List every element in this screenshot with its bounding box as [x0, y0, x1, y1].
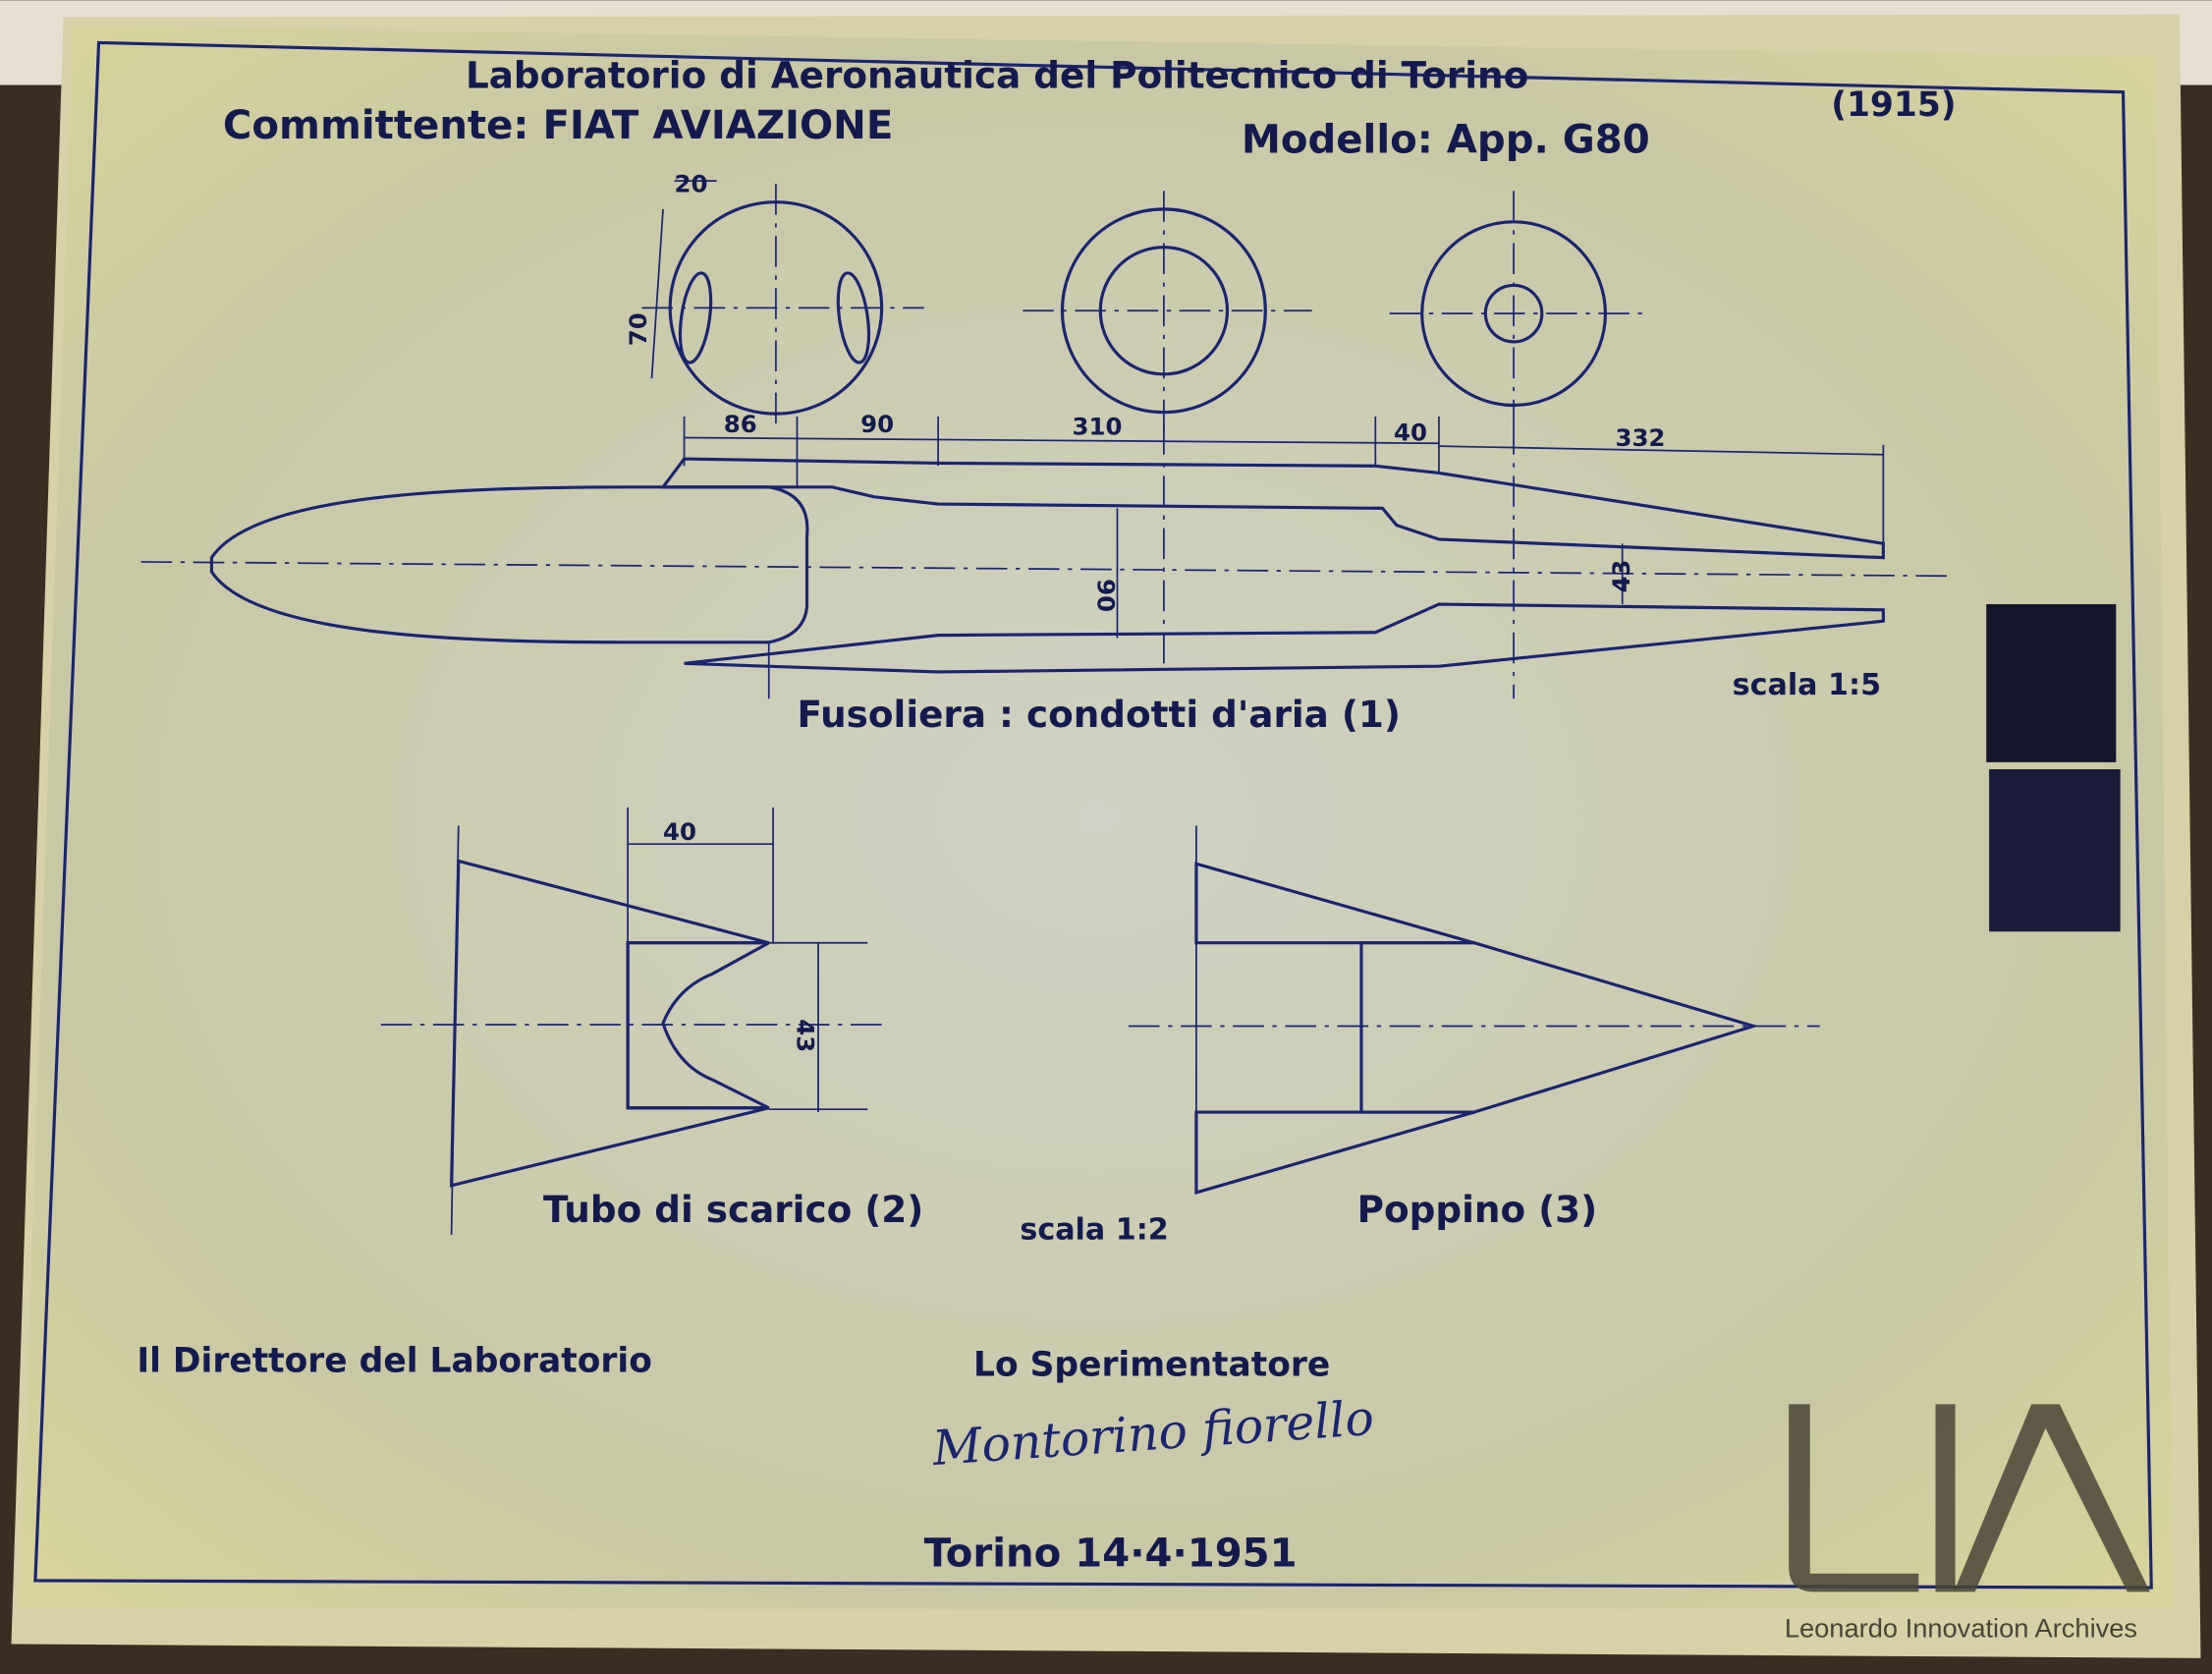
fuselage-axis [140, 561, 1947, 578]
laboratory-title: Laboratorio di Aeronautica del Politecni… [466, 53, 1528, 96]
blueprint-sheet [20, 26, 2173, 1609]
dimension-outlet-diameter: 43 [1607, 560, 1635, 593]
lia-logo [1789, 1404, 2150, 1592]
dimension-slot-width: 20 [675, 170, 708, 198]
cross-section-2 [1023, 191, 1312, 431]
postage-stamp [1989, 769, 2121, 932]
dimension-inner-diameter: 90 [1091, 579, 1120, 612]
fuselage-lower-wall [684, 602, 1885, 674]
drawing-border [33, 40, 2153, 1590]
cross-section-1: 20 70 [624, 170, 924, 431]
dimension-pipe-width: 40 [663, 817, 696, 846]
postage-stamp [1986, 604, 2117, 762]
dimension-line [650, 208, 664, 379]
fuselage-caption: Fusoliera : condotti d'aria (1) [797, 693, 1401, 736]
dimension-slot-height: 70 [624, 312, 652, 346]
model-label: Modello: App. G80 [1242, 117, 1650, 162]
air-intake-slot [678, 271, 713, 364]
detail-scale: scala 1:2 [1020, 1212, 1168, 1247]
logo-letter-i [1935, 1404, 1956, 1592]
logo-letter-a [1954, 1404, 2150, 1592]
watermark-text: Leonardo Innovation Archives [1785, 1612, 2137, 1643]
fuselage-scale: scala 1:5 [1733, 668, 1881, 702]
pipe-insert [626, 941, 770, 1110]
logo-letter-l [1789, 1404, 1919, 1592]
dimension-332: 332 [1615, 423, 1665, 452]
dimension-90: 90 [860, 410, 894, 438]
director-label: Il Direttore del Laboratorio [137, 1341, 652, 1380]
cone-tip [1359, 941, 1759, 1114]
dimension-40: 40 [1394, 418, 1427, 446]
reference-number: (1915) [1831, 85, 1956, 125]
fuselage-upper-wall [659, 457, 1885, 560]
dimension-86: 86 [724, 410, 757, 438]
exhaust-pipe-caption: Tubo di scarico (2) [543, 1188, 923, 1231]
dimension-pipe-diameter: 43 [791, 1019, 819, 1052]
dimension-line [684, 436, 1439, 445]
cross-section-3 [1389, 191, 1651, 424]
extension-line [450, 825, 460, 1236]
fuselage-drawing: 86 90 310 40 332 90 43 [140, 410, 1947, 699]
exhaust-pipe-drawing: 40 43 [380, 807, 889, 1236]
dimension-310: 310 [1073, 413, 1123, 441]
tail-cone-drawing [1128, 825, 1820, 1196]
experimenter-label: Lo Sperimentatore [973, 1346, 1330, 1385]
client-label: Committente: FIAT AVIAZIONE [223, 103, 893, 148]
air-intake-slot [836, 271, 871, 364]
nose-body [209, 485, 809, 644]
place-date: Torino 14·4·1951 [924, 1532, 1298, 1577]
tail-cone-caption: Poppino (3) [1357, 1188, 1598, 1231]
